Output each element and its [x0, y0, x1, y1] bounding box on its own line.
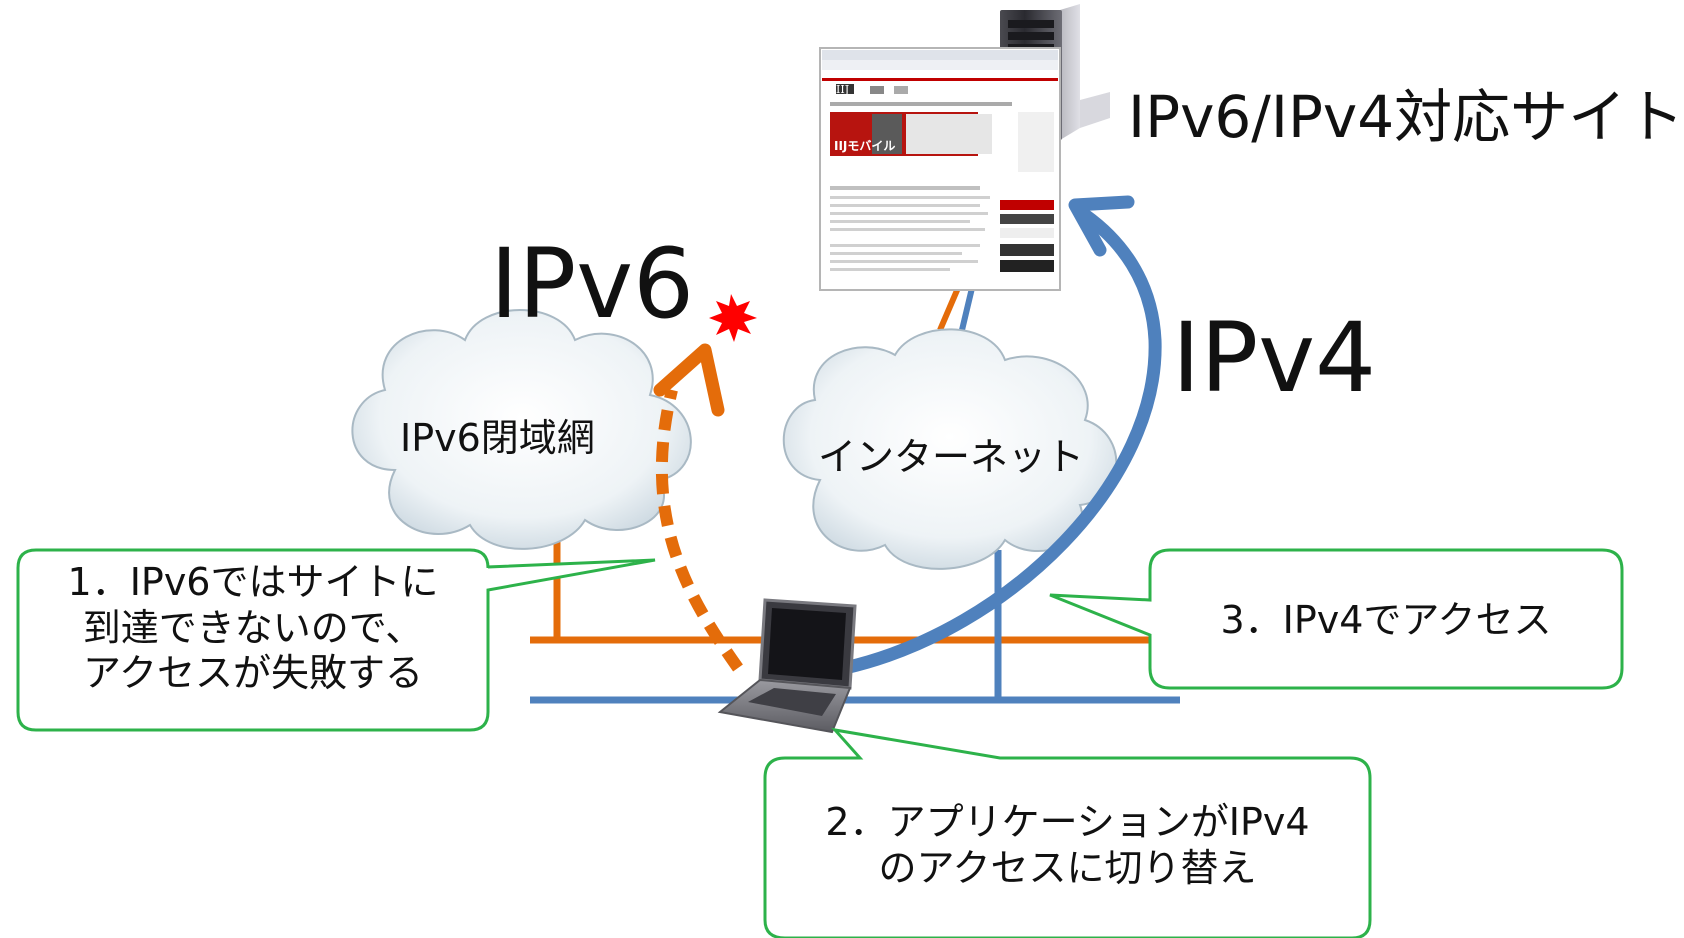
screenshot-logo: IIJ: [836, 83, 849, 96]
ipv6-cloud-label: IPv6閉域網: [400, 416, 595, 460]
screenshot-banner-text: IIJモバイル: [834, 139, 895, 153]
laptop-icon: [717, 598, 857, 734]
server-link-ipv6: [937, 286, 961, 332]
callout-3-shape: [1049, 548, 1624, 690]
internet-cloud-label: インターネット: [818, 435, 1085, 479]
server-link-ipv4: [959, 287, 975, 331]
ipv6-attempt-arrow: [655, 388, 743, 672]
site-label: IPv6/IPv4対応サイト: [1128, 83, 1684, 151]
callout-1-shape: [16, 548, 656, 732]
ipv6-arrow-head: [653, 343, 725, 417]
ipv6-label: IPv6: [490, 228, 695, 340]
callout-2-text: 2．アプリケーションがIPv4 のアクセスに切り替え: [775, 800, 1360, 891]
ipv4-label: IPv4: [1172, 302, 1377, 414]
website-screenshot: [819, 47, 1061, 291]
failure-burst-icon: [709, 294, 757, 342]
ipv6-closed-network-cloud: [351, 309, 692, 550]
ipv4-access-arrow: [838, 208, 1162, 675]
callout-2-line-2: のアクセスに切り替え: [878, 845, 1257, 890]
callout-1-text: 1．IPv6ではサイトに 到達できないので、 アクセスが失敗する: [26, 560, 480, 697]
callout-2-line-1: 2．アプリケーションがIPv4: [825, 800, 1310, 844]
ipv4-arrow-head: [1068, 195, 1135, 257]
callout-3-text: 3．IPv4でアクセス: [1160, 598, 1612, 644]
callout-3-line-1: 3．IPv4でアクセス: [1220, 598, 1552, 642]
callout-1-line-2: 到達できないので、: [82, 605, 424, 650]
callout-1-line-3: アクセスが失敗する: [82, 651, 424, 696]
internet-cloud: [782, 328, 1118, 570]
callout-1-line-1: 1．IPv6ではサイトに: [67, 560, 439, 604]
